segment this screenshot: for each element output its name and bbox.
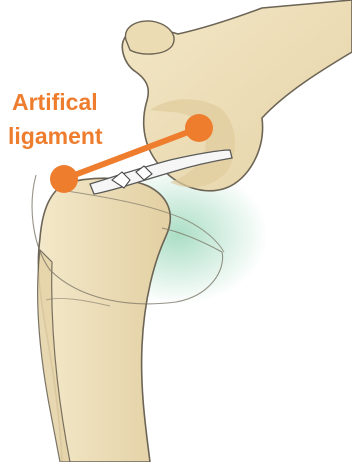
annotation-dot-tibia xyxy=(50,165,78,193)
annotation-label-line2: ligament xyxy=(8,123,103,149)
annotation-label-line1: Artifical xyxy=(12,89,98,115)
annotation-dot-femur xyxy=(185,114,213,142)
patella-bone xyxy=(125,21,174,54)
